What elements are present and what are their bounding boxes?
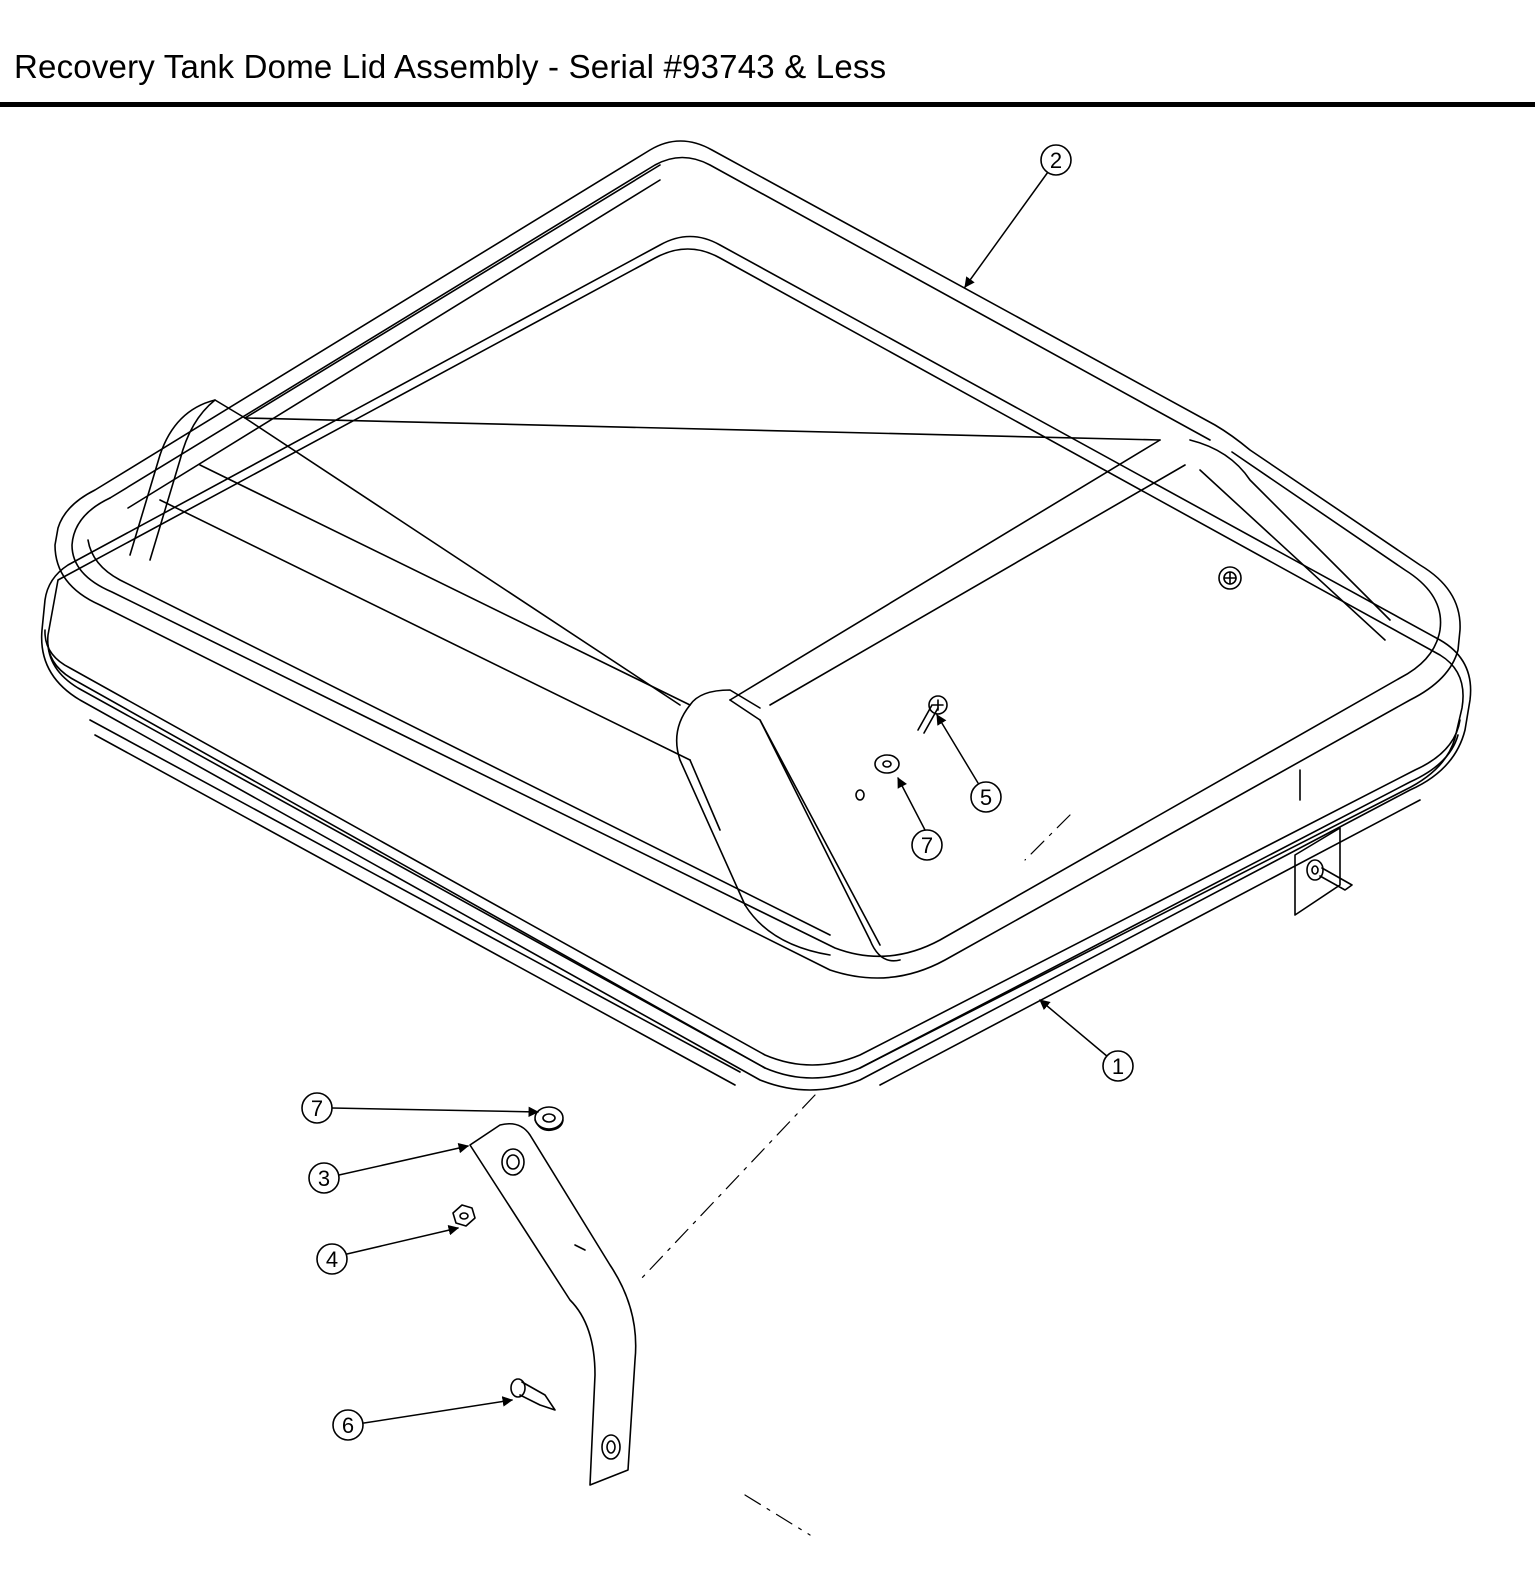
svg-text:6: 6 — [342, 1413, 354, 1438]
tank-base-rim — [40, 235, 1472, 1091]
svg-text:7: 7 — [311, 1096, 323, 1121]
svg-text:5: 5 — [980, 785, 992, 810]
callout-7-upper: 7 — [911, 829, 943, 861]
svg-text:2: 2 — [1050, 148, 1062, 173]
page-title: Recovery Tank Dome Lid Assembly - Serial… — [14, 48, 887, 85]
washer-7-lower — [534, 1106, 564, 1132]
washer-7-on-lid — [855, 754, 900, 801]
center-lines — [639, 814, 1071, 1536]
callout-6: 6 — [332, 1409, 364, 1441]
callout-5: 5 — [970, 781, 1002, 813]
svg-text:1: 1 — [1112, 1054, 1124, 1079]
callout-1: 1 — [1102, 1050, 1134, 1082]
retainer-strap-3 — [469, 1122, 637, 1486]
callout-2: 2 — [1040, 144, 1072, 176]
screw-6 — [510, 1378, 556, 1411]
dome-lid — [54, 140, 1461, 979]
callout-7-lower: 7 — [301, 1092, 333, 1124]
svg-text:4: 4 — [326, 1247, 338, 1272]
nut-4 — [452, 1204, 476, 1227]
leader-lines — [331, 171, 1109, 1424]
callout-3: 3 — [308, 1162, 340, 1194]
svg-text:3: 3 — [318, 1166, 330, 1191]
svg-text:7: 7 — [921, 833, 933, 858]
screw-5-on-lid — [917, 695, 948, 734]
right-retainer-strap — [1294, 827, 1353, 916]
callout-4: 4 — [316, 1243, 348, 1275]
title-rule — [0, 102, 1535, 107]
